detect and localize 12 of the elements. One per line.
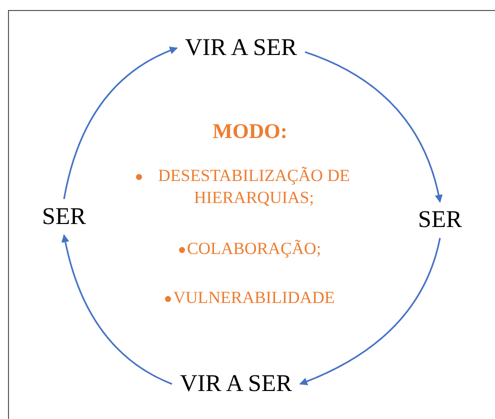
cycle-arrow xyxy=(62,234,172,385)
list-item: DESESTABILIZAÇÃO DE HIERARQUIAS; xyxy=(157,165,351,209)
node-label: SER xyxy=(418,206,462,234)
list-item: VULNERABILIDADE xyxy=(173,287,335,309)
heading: MODO: xyxy=(212,120,288,142)
node-label: SER xyxy=(42,203,86,231)
list-item: COLABORAÇÃO; xyxy=(186,238,322,260)
cycle-arrow xyxy=(304,51,442,203)
cycle-arrow xyxy=(63,46,178,200)
node-label: VIR A SER xyxy=(185,34,298,62)
cycle-arrow xyxy=(299,238,441,386)
node-label: VIR A SER xyxy=(180,370,292,398)
